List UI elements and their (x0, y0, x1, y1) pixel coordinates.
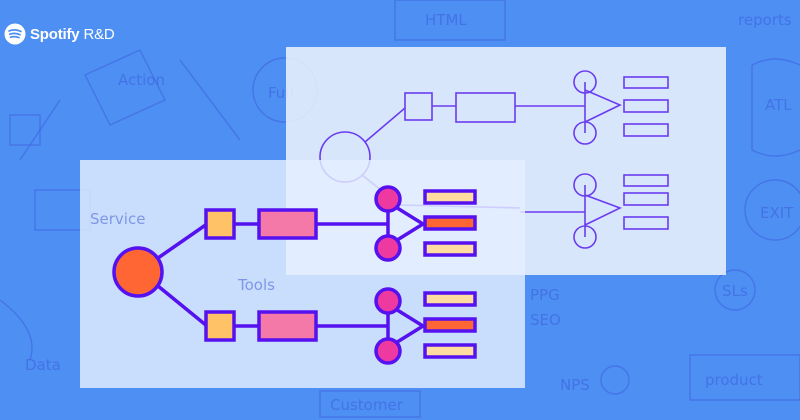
lower-branch (204, 287, 477, 365)
spotify-icon (4, 23, 26, 45)
root-node (112, 246, 164, 298)
sketch-label: Customer (330, 396, 404, 414)
brand-name: Spotify (30, 25, 80, 43)
sketch-label: EXIT (760, 204, 794, 222)
sketch-label: Data (25, 356, 61, 374)
sketch-label: PPG (530, 286, 560, 304)
sketch-label: SLs (722, 282, 748, 300)
sketch-diagram (319, 70, 669, 249)
sketch-label: Service (90, 210, 145, 228)
sketch-label: product (705, 371, 763, 389)
sketch-label: Tools (237, 276, 275, 294)
sketch-label: NPS (560, 376, 590, 394)
background-sketches: HTML Action Full reports ATL EXIT SLs PP… (0, 0, 800, 401)
sketch-label: Action (118, 71, 165, 89)
sketch-label: reports (738, 11, 792, 29)
faint-panel-sketches: Service Tools (90, 210, 275, 294)
upper-branch (204, 185, 477, 262)
spotify-rd-logo[interactable]: Spotify R&D (4, 23, 115, 45)
sketch-label: HTML (425, 11, 467, 29)
sketch-label: ATL (765, 96, 792, 114)
brand-suffix: R&D (83, 25, 115, 43)
customer-sketch: Customer (319, 390, 421, 418)
tree-diagram (112, 185, 477, 365)
sketch-label: SEO (530, 311, 561, 329)
